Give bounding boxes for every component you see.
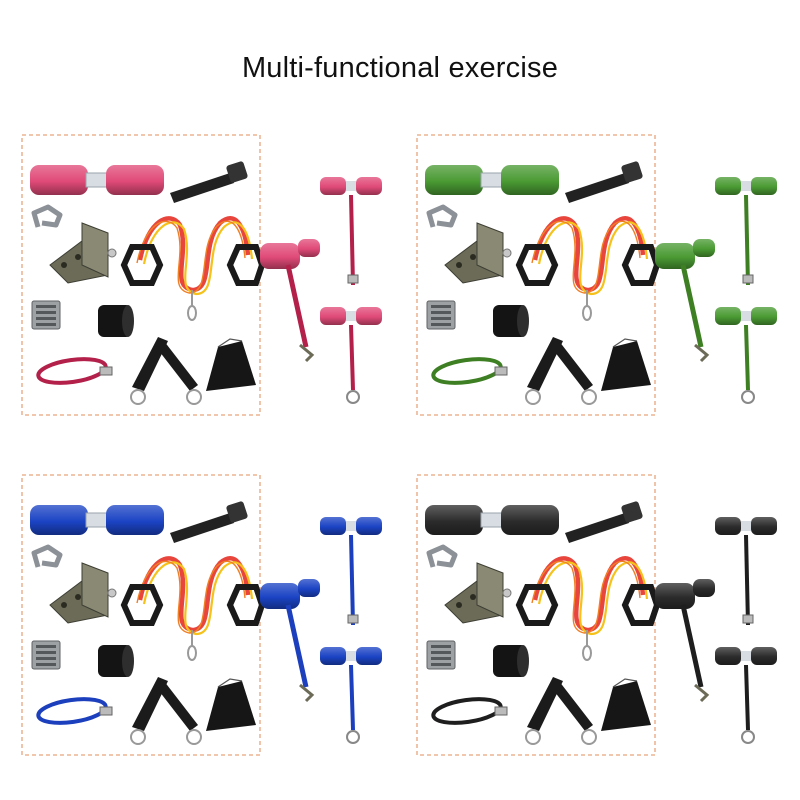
foam-roller: [30, 165, 164, 195]
buckle-plate: [426, 300, 456, 330]
drawstring-bag: [206, 338, 256, 391]
metal-hook: [31, 204, 63, 228]
kit-black: [415, 455, 800, 785]
ankle-straps: [130, 677, 202, 745]
buckle-plate: [31, 300, 61, 330]
buckle-plate: [426, 640, 456, 670]
sit-up-bar-lower: [715, 307, 777, 404]
buckle-plate: [31, 640, 61, 670]
sit-up-bar: [260, 239, 320, 363]
sit-up-bar-upright: [320, 517, 382, 626]
resistance-band: [515, 556, 661, 661]
carry-strap: [36, 357, 113, 385]
resistance-band: [120, 556, 266, 661]
ankle-straps: [130, 337, 202, 405]
door-anchor: [170, 501, 248, 543]
foam-sleeve: [98, 305, 134, 337]
sit-up-bar-lower: [715, 647, 777, 744]
sit-up-bar: [655, 239, 715, 363]
ankle-straps: [525, 337, 597, 405]
floor-mount-bracket: [49, 222, 117, 284]
door-anchor: [565, 501, 643, 543]
kit-blue: [20, 455, 420, 785]
metal-hook: [426, 204, 458, 228]
sit-up-bar-lower: [320, 307, 382, 404]
sit-up-bar: [260, 579, 320, 703]
foam-roller: [425, 165, 559, 195]
drawstring-bag: [601, 338, 651, 391]
drawstring-bag: [601, 678, 651, 731]
resistance-band: [120, 216, 266, 321]
metal-hook: [426, 544, 458, 568]
drawstring-bag: [206, 678, 256, 731]
foam-roller: [30, 505, 164, 535]
floor-mount-bracket: [444, 222, 512, 284]
sit-up-bar-lower: [320, 647, 382, 744]
sit-up-bar-upright: [715, 517, 777, 626]
foam-roller: [425, 505, 559, 535]
carry-strap: [431, 697, 508, 725]
ankle-straps: [525, 677, 597, 745]
kit-pink: [20, 115, 420, 445]
door-anchor: [170, 161, 248, 203]
carry-strap: [36, 697, 113, 725]
resistance-band: [515, 216, 661, 321]
foam-sleeve: [493, 305, 529, 337]
foam-sleeve: [98, 645, 134, 677]
sit-up-bar-upright: [715, 177, 777, 286]
page-title: Multi-functional exercise: [241, 52, 559, 84]
sit-up-bar-upright: [320, 177, 382, 286]
floor-mount-bracket: [444, 562, 512, 624]
metal-hook: [31, 544, 63, 568]
sit-up-bar: [655, 579, 715, 703]
carry-strap: [431, 357, 508, 385]
door-anchor: [565, 161, 643, 203]
kit-green: [415, 115, 800, 445]
floor-mount-bracket: [49, 562, 117, 624]
foam-sleeve: [493, 645, 529, 677]
